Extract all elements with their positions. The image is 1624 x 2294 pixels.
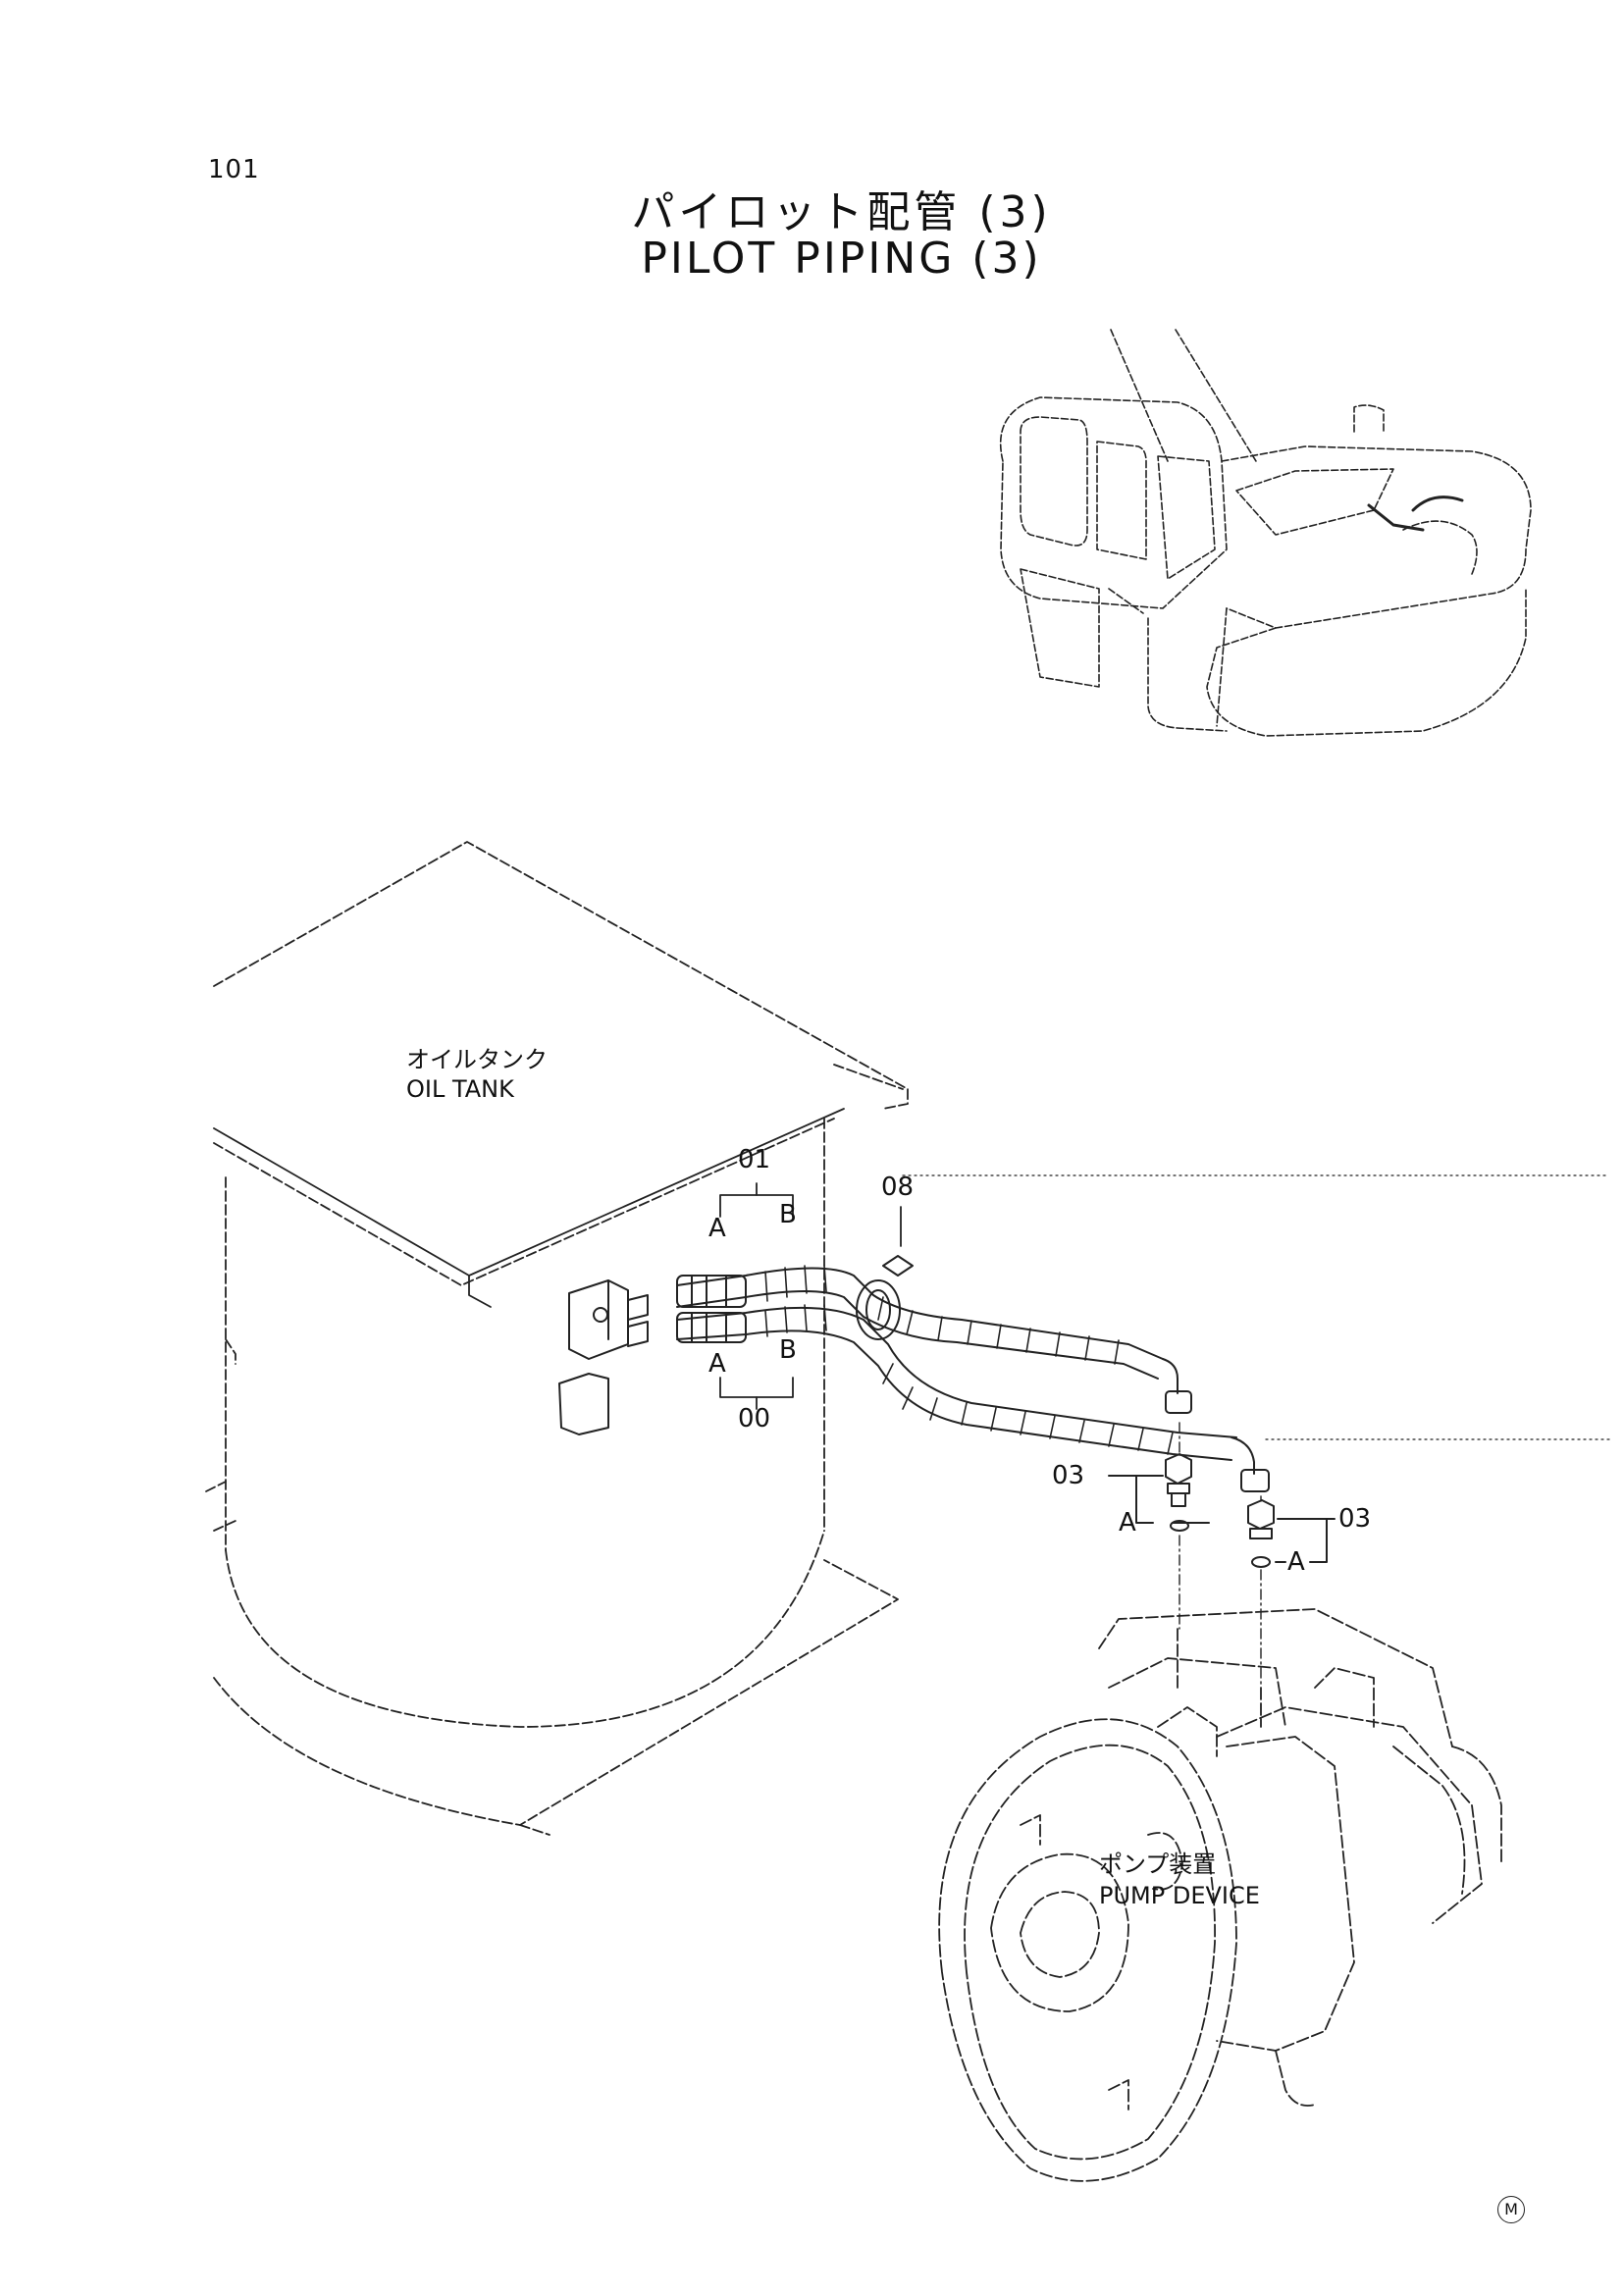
page-title-en: PILOT PIPING (3) xyxy=(641,234,1042,284)
hose-assembly xyxy=(676,1255,1270,1492)
pump-device-label-jp: ポンプ装置 xyxy=(1099,1851,1217,1878)
adapters xyxy=(902,1174,1610,1689)
callout-a-top: A xyxy=(708,1214,726,1243)
callout-a-right: A xyxy=(1287,1547,1305,1577)
part-number-01: 01 xyxy=(738,1145,771,1174)
pump-device xyxy=(938,1608,1502,2182)
manufacturer-mark: M xyxy=(1497,2196,1525,2223)
part-number-00: 00 xyxy=(738,1404,771,1434)
page-title-jp: パイロット配管 (3) xyxy=(631,187,1052,237)
excavator-inset xyxy=(999,329,1532,737)
oil-tank xyxy=(205,841,909,1836)
pump-device-label-en: PUMP DEVICE xyxy=(1099,1882,1260,1909)
oil-tank-label-en: OIL TANK xyxy=(406,1075,514,1103)
callout-a-bottom: A xyxy=(708,1349,726,1379)
page-number: 101 xyxy=(208,155,260,184)
part-number-08: 08 xyxy=(881,1173,915,1202)
coupling-block xyxy=(558,1279,649,1435)
callout-b-top: B xyxy=(779,1200,797,1229)
part-number-03-left: 03 xyxy=(1052,1461,1085,1490)
oil-tank-label-jp: オイルタンク xyxy=(406,1046,548,1073)
callout-brackets xyxy=(719,1182,902,1410)
callout-a-left: A xyxy=(1119,1508,1136,1538)
callout-b-bottom: B xyxy=(779,1335,797,1365)
part-number-03-right: 03 xyxy=(1338,1504,1372,1534)
